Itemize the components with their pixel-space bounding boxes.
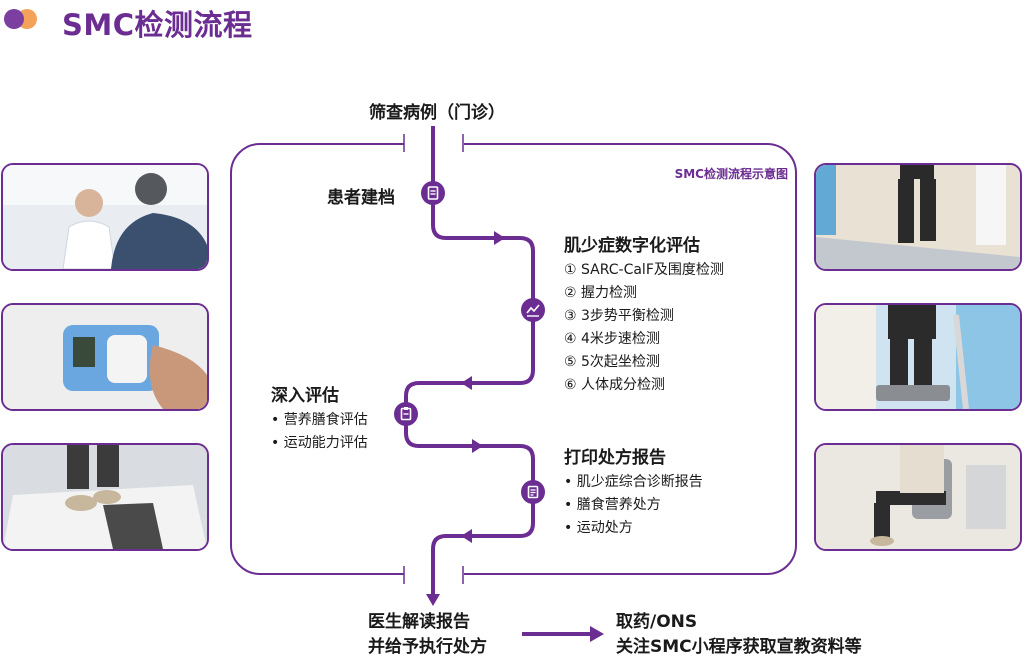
list-item: • 运动处方	[564, 520, 633, 536]
list-item: ② 握力检测	[564, 285, 638, 301]
list-item: ④ 4米步速检测	[564, 331, 660, 347]
page-title: SMC检测流程	[62, 8, 253, 42]
flow-end-right-line-2: 关注SMC小程序获取宣教资料等	[616, 637, 862, 657]
list-item: ③ 3步势平衡检测	[564, 308, 674, 324]
flow-end-left-line-1: 医生解读报告	[368, 612, 470, 632]
step-deep-assessment-title: 深入评估	[271, 386, 339, 406]
document-icon	[421, 181, 445, 205]
step-digital-assessment-items: ① SARC-CalF及围度检测 ② 握力检测 ③ 3步势平衡检测 ④ 4米步速…	[564, 259, 724, 397]
step-digital-assessment: 肌少症数字化评估 ① SARC-CalF及围度检测 ② 握力检测 ③ 3步势平衡…	[564, 231, 724, 397]
flow-end-left: 医生解读报告 并给予执行处方	[368, 610, 487, 660]
flow-end-right: 取药/ONS 关注SMC小程序获取宣教资料等	[616, 610, 862, 660]
list-item: • 膳食营养处方	[564, 497, 661, 513]
photo-balance-test	[1, 443, 209, 551]
clipboard-icon	[394, 402, 418, 426]
list-item: • 营养膳食评估	[271, 412, 368, 428]
logo-dot-purple	[4, 9, 24, 29]
flow-end-right-line-1: 取药/ONS	[616, 612, 698, 632]
flow-caption: SMC检测流程示意图	[674, 167, 788, 181]
flow-end-left-line-2: 并给予执行处方	[368, 637, 487, 657]
photo-gait-test	[814, 163, 1022, 271]
list-item: ⑤ 5次起坐检测	[564, 354, 660, 370]
photo-body-composition	[814, 303, 1022, 411]
photo-doctor-consultation	[1, 163, 209, 271]
step-print-report: 打印处方报告 • 肌少症综合诊断报告 • 膳食营养处方 • 运动处方	[564, 443, 703, 540]
photo-sit-to-stand	[814, 443, 1022, 551]
step-print-report-title: 打印处方报告	[564, 448, 666, 468]
step-digital-assessment-title: 肌少症数字化评估	[564, 236, 700, 256]
list-item: ① SARC-CalF及围度检测	[564, 262, 724, 278]
flow-start-label: 筛查病例（门诊）	[369, 103, 505, 123]
step-print-report-items: • 肌少症综合诊断报告 • 膳食营养处方 • 运动处方	[564, 471, 703, 540]
step-patient-record-title: 患者建档	[327, 188, 395, 208]
list-item: • 运动能力评估	[271, 435, 368, 451]
list-item: ⑥ 人体成分检测	[564, 377, 666, 393]
list-item: • 肌少症综合诊断报告	[564, 474, 703, 490]
step-deep-assessment: 深入评估 • 营养膳食评估 • 运动能力评估	[271, 381, 368, 455]
photo-grip-test	[1, 303, 209, 411]
chart-icon	[521, 298, 545, 322]
report-icon	[521, 480, 545, 504]
flow-panel	[230, 143, 797, 575]
step-deep-assessment-items: • 营养膳食评估 • 运动能力评估	[271, 409, 368, 455]
